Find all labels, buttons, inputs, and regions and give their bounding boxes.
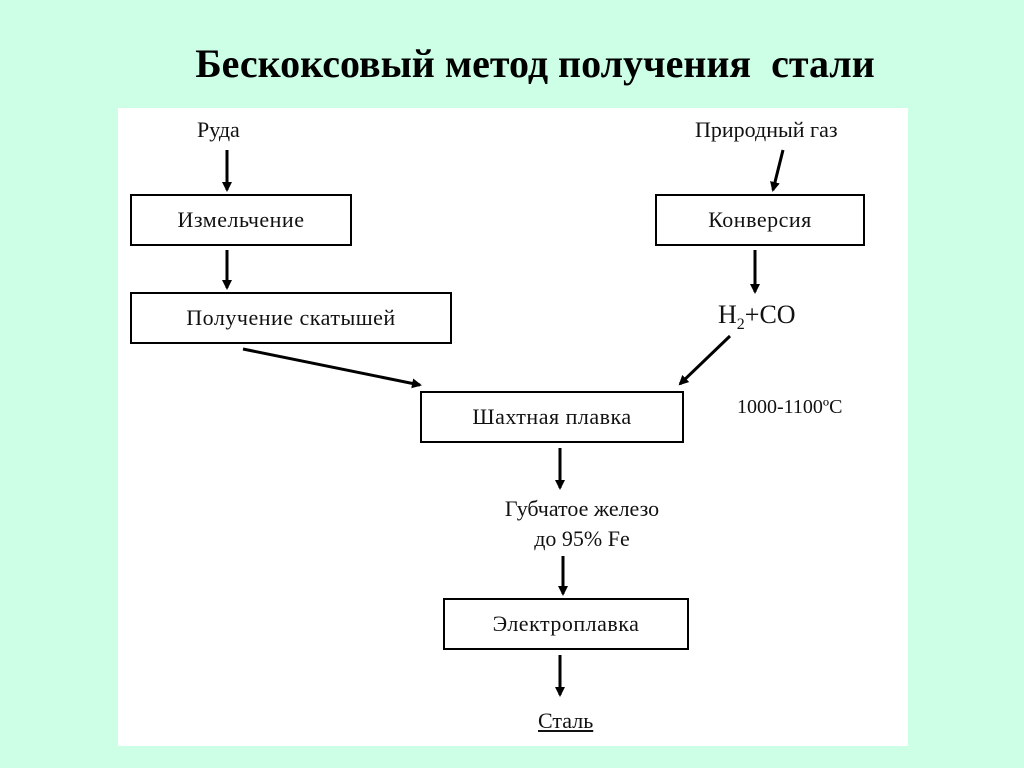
- pellets-label: Получение скатышей: [186, 305, 396, 330]
- shaft-smelting-label: Шахтная плавка: [472, 404, 632, 429]
- electrosmelting-box: Электроплавка: [443, 598, 689, 650]
- gas-mix-h: H: [718, 300, 737, 329]
- sponge-iron-line2: до 95% Fe: [534, 526, 630, 551]
- gas-mix-rest: +CO: [744, 300, 796, 329]
- natural-gas-label: Природный газ: [695, 117, 838, 142]
- sponge-iron-line1: Губчатое железо: [504, 496, 660, 521]
- conversion-label: Конверсия: [708, 207, 812, 232]
- electrosmelting-label: Электроплавка: [492, 611, 640, 636]
- steel-output-label: Сталь: [538, 708, 594, 733]
- grinding-box: Измельчение: [130, 194, 352, 246]
- pellets-box: Получение скатышей: [130, 292, 452, 344]
- slide-title: Бескоксовый метод получения стали: [195, 41, 875, 86]
- gas-mix-subscript: 2: [736, 316, 745, 334]
- sponge-iron-label: Губчатое железо до 95% Fe: [462, 494, 702, 554]
- shaft-smelting-box: Шахтная плавка: [420, 391, 684, 443]
- ore-label: Руда: [197, 117, 240, 142]
- gas-mix-label: H2+CO: [718, 300, 796, 334]
- temperature-label: 1000-1100ºС: [737, 396, 843, 418]
- conversion-box: Конверсия: [655, 194, 865, 246]
- grinding-label: Измельчение: [177, 207, 305, 232]
